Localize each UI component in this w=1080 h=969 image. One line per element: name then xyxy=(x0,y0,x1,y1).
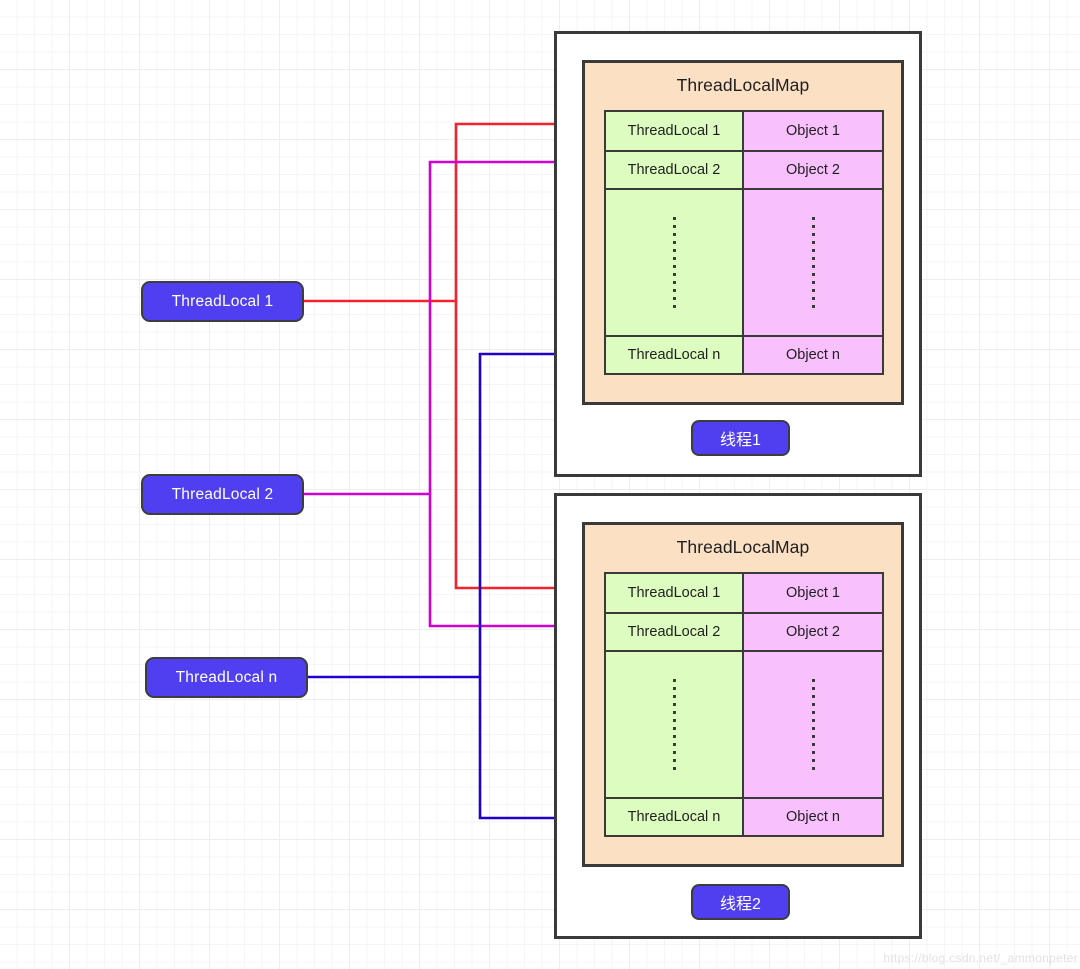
table-row-ellipsis xyxy=(606,188,882,335)
threadlocal-2-label: ThreadLocal 2 xyxy=(171,485,274,503)
entry-key: ThreadLocal 1 xyxy=(606,112,744,150)
thread-1-container: ThreadLocalMap ThreadLocal 1 Object 1 Th… xyxy=(554,31,922,477)
table-row[interactable]: ThreadLocal 1 Object 1 xyxy=(606,112,882,150)
entry-value: Object 2 xyxy=(744,152,882,188)
entry-key: ThreadLocal n xyxy=(606,337,744,373)
table-row[interactable]: ThreadLocal n Object n xyxy=(606,797,882,835)
vertical-ellipsis-icon xyxy=(811,216,815,309)
entry-value: Object 2 xyxy=(744,614,882,650)
table-row[interactable]: ThreadLocal n Object n xyxy=(606,335,882,373)
entry-value: Object 1 xyxy=(744,112,882,150)
entry-key: ThreadLocal 2 xyxy=(606,152,744,188)
thread-1-label-badge[interactable]: 线程1 xyxy=(691,420,790,456)
table-row[interactable]: ThreadLocal 1 Object 1 xyxy=(606,574,882,612)
watermark: https://blog.csdn.net/_ammonpeter xyxy=(883,951,1078,965)
entry-value-ellipsis xyxy=(744,652,882,797)
threadlocal-2-node[interactable]: ThreadLocal 2 xyxy=(141,474,304,515)
entry-value: Object 1 xyxy=(744,574,882,612)
table-row[interactable]: ThreadLocal 2 Object 2 xyxy=(606,150,882,188)
table-row-ellipsis xyxy=(606,650,882,797)
thread-1-threadlocalmap-panel: ThreadLocalMap ThreadLocal 1 Object 1 Th… xyxy=(582,60,904,405)
thread-1-map-table: ThreadLocal 1 Object 1 ThreadLocal 2 Obj… xyxy=(604,110,884,375)
vertical-ellipsis-icon xyxy=(811,678,815,771)
connector-threadlocal-n xyxy=(308,340,599,832)
table-row[interactable]: ThreadLocal 2 Object 2 xyxy=(606,612,882,650)
thread-2-threadlocalmap-panel: ThreadLocalMap ThreadLocal 1 Object 1 Th… xyxy=(582,522,904,867)
entry-key: ThreadLocal 2 xyxy=(606,614,744,650)
threadlocal-n-label: ThreadLocal n xyxy=(175,668,278,686)
threadlocal-1-label: ThreadLocal 1 xyxy=(171,292,274,310)
thread-1-label-text: 线程1 xyxy=(720,432,761,449)
vertical-ellipsis-icon xyxy=(672,216,676,309)
entry-key: ThreadLocal n xyxy=(606,799,744,835)
entry-key-ellipsis xyxy=(606,652,744,797)
thread-2-map-title: ThreadLocalMap xyxy=(676,537,810,557)
threadlocal-n-node[interactable]: ThreadLocal n xyxy=(145,657,308,698)
entry-value: Object n xyxy=(744,337,882,373)
vertical-ellipsis-icon xyxy=(672,678,676,771)
entry-value: Object n xyxy=(744,799,882,835)
thread-2-label-text: 线程2 xyxy=(720,896,761,913)
connector-threadlocal-1 xyxy=(304,110,599,602)
thread-2-map-table: ThreadLocal 1 Object 1 ThreadLocal 2 Obj… xyxy=(604,572,884,837)
entry-value-ellipsis xyxy=(744,190,882,335)
entry-key-ellipsis xyxy=(606,190,744,335)
thread-2-container: ThreadLocalMap ThreadLocal 1 Object 1 Th… xyxy=(554,493,922,939)
threadlocal-1-node[interactable]: ThreadLocal 1 xyxy=(141,281,304,322)
connector-threadlocal-2 xyxy=(304,148,599,640)
thread-2-label-badge[interactable]: 线程2 xyxy=(691,884,790,920)
thread-1-map-title: ThreadLocalMap xyxy=(676,75,810,95)
entry-key: ThreadLocal 1 xyxy=(606,574,744,612)
